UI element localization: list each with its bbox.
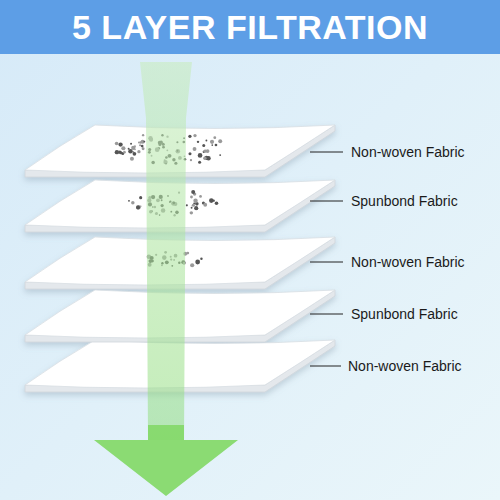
particle	[194, 206, 198, 210]
flow-arrow	[94, 425, 238, 496]
particle	[219, 154, 221, 156]
particle	[138, 142, 140, 144]
particle	[199, 195, 202, 198]
layer-label: Non-woven Fabric	[351, 253, 465, 271]
particle	[210, 140, 214, 144]
particle	[215, 201, 219, 205]
particle	[218, 139, 222, 143]
particle	[213, 199, 215, 201]
particle	[123, 151, 126, 154]
particle	[204, 150, 207, 153]
particle	[215, 144, 218, 147]
leader-line	[310, 201, 343, 202]
particle	[190, 159, 192, 161]
particle	[193, 134, 196, 137]
particle	[141, 140, 145, 144]
particle	[192, 204, 195, 207]
particle	[137, 150, 140, 153]
particle	[136, 205, 141, 210]
particle	[203, 150, 206, 153]
particle	[140, 205, 142, 207]
particle	[195, 260, 200, 265]
particle	[141, 145, 144, 148]
particle	[190, 211, 193, 214]
layer-label: Non-woven Fabric	[351, 143, 465, 161]
particle	[133, 152, 137, 156]
leader-lines	[310, 152, 343, 366]
particle	[197, 141, 199, 143]
particle	[128, 200, 130, 202]
air-beam	[140, 62, 192, 440]
leader-line	[310, 152, 343, 153]
particle	[203, 203, 207, 207]
particle	[131, 201, 134, 204]
particle	[119, 151, 122, 154]
particle	[193, 199, 197, 203]
particle	[213, 136, 216, 139]
particle	[205, 140, 207, 142]
layer-label: Spunbond Fabric	[351, 192, 458, 210]
particle	[203, 157, 206, 160]
particle	[142, 147, 145, 150]
leader-line	[310, 366, 341, 367]
particle	[190, 263, 194, 267]
particle	[202, 144, 205, 147]
particle	[188, 152, 191, 155]
particle	[188, 135, 191, 138]
particle	[130, 143, 132, 145]
particle	[186, 252, 189, 255]
particle	[143, 141, 145, 143]
particle	[118, 142, 122, 146]
particle	[211, 144, 213, 146]
layer-label: Non-woven Fabric	[348, 357, 462, 375]
particle	[198, 153, 203, 158]
particle	[191, 190, 195, 194]
particle	[191, 207, 193, 209]
leader-line	[310, 262, 343, 263]
layer-label: Spunbond Fabric	[351, 305, 458, 323]
particle	[193, 147, 197, 151]
particle	[142, 134, 144, 136]
particle	[130, 157, 134, 161]
particle	[115, 142, 119, 146]
particle	[190, 196, 193, 199]
leader-line	[310, 314, 343, 315]
particle	[131, 146, 135, 150]
particle	[115, 150, 119, 154]
particle	[136, 206, 140, 210]
title-banner: 5 LAYER FILTRATION	[0, 0, 500, 54]
particle	[139, 196, 142, 199]
particle	[128, 149, 132, 153]
particle	[121, 146, 125, 150]
particle	[186, 204, 188, 206]
particle	[200, 258, 202, 260]
particle	[198, 161, 201, 164]
